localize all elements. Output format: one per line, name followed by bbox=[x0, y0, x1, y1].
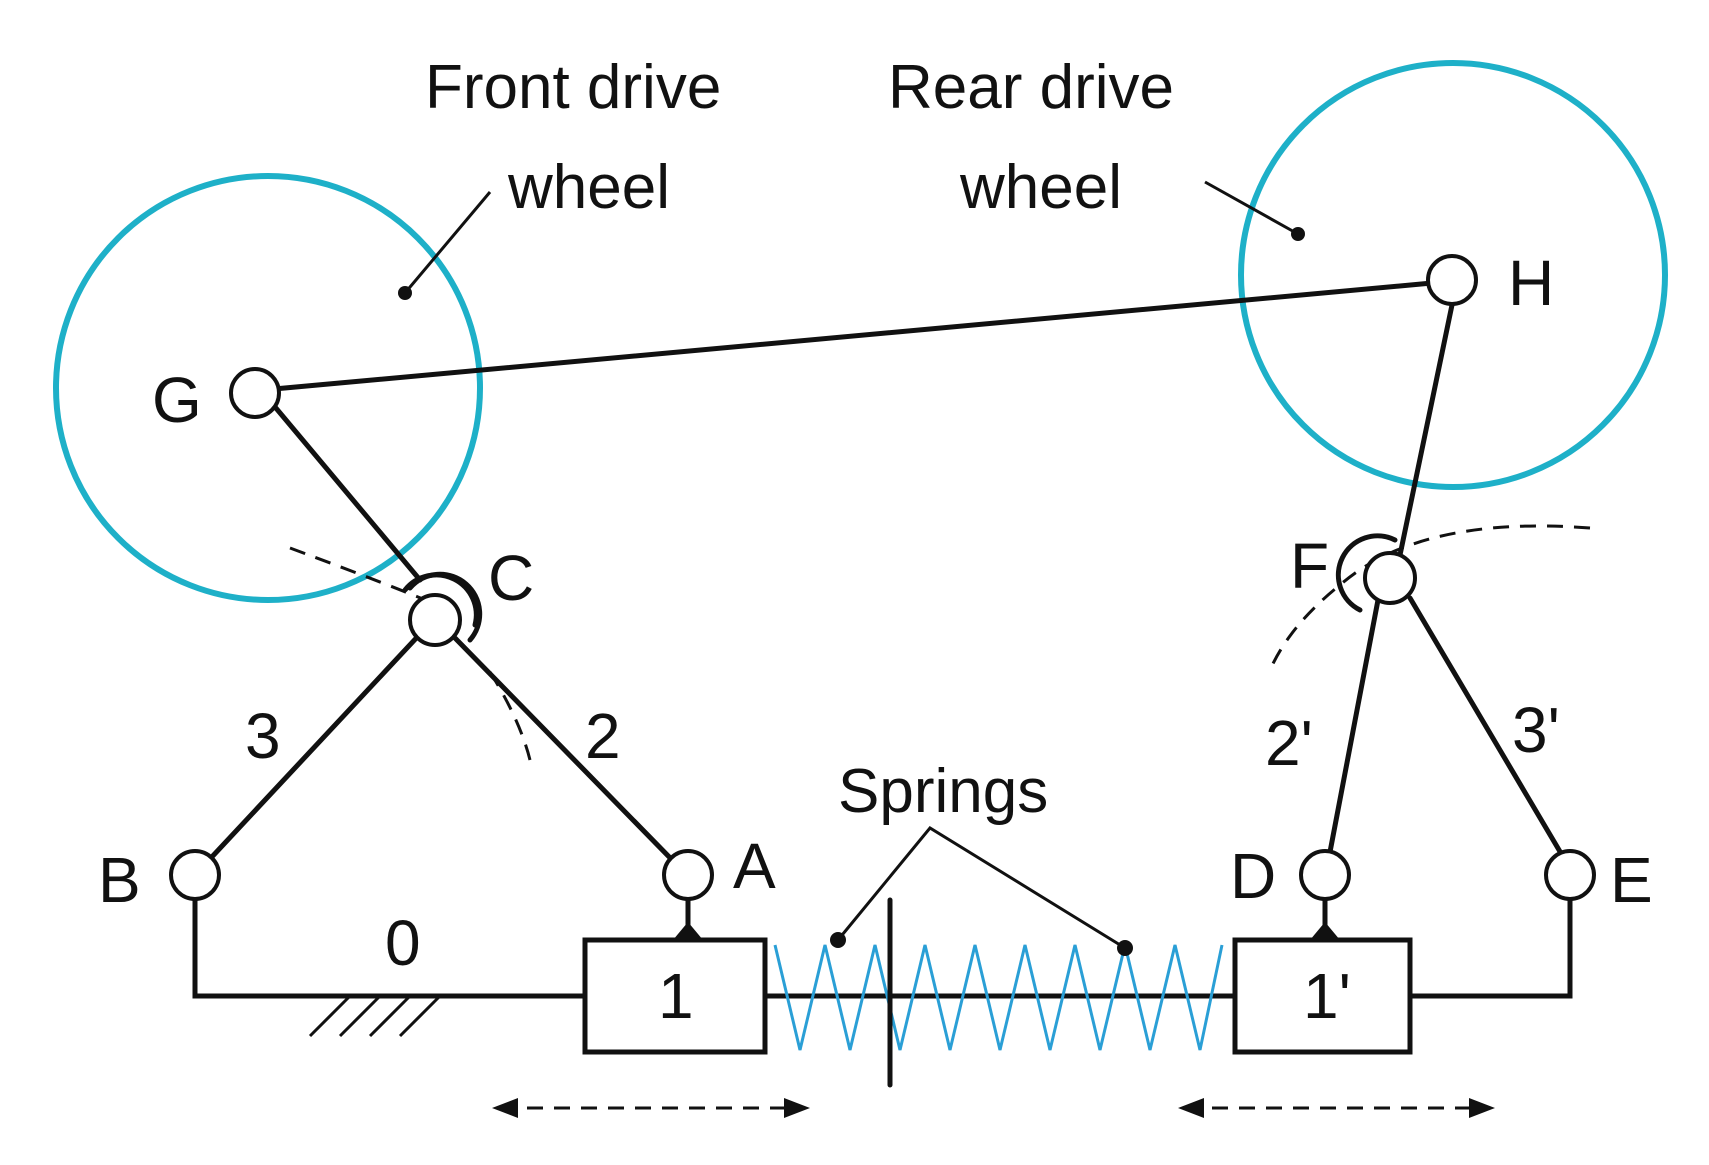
front-wheel-label-line1: Front drive bbox=[425, 53, 721, 122]
joint-h bbox=[1426, 254, 1478, 306]
rear-wheel-leader bbox=[1204, 180, 1299, 236]
joint-d bbox=[1299, 849, 1351, 901]
joint-c bbox=[408, 593, 462, 647]
link-3 bbox=[192, 615, 438, 878]
spring bbox=[773, 944, 1224, 1051]
label-d: D bbox=[1230, 840, 1276, 912]
label-slider-1-prime: 1' bbox=[1303, 960, 1351, 1032]
joint-g bbox=[229, 367, 281, 419]
trajectory-arc-c-upper bbox=[289, 546, 451, 612]
link-2 bbox=[452, 635, 683, 871]
joint-a bbox=[662, 849, 714, 901]
link-hf bbox=[1397, 302, 1455, 558]
label-link-2-prime: 2' bbox=[1265, 707, 1313, 779]
label-e: E bbox=[1610, 844, 1653, 916]
springs-label: Springs bbox=[838, 757, 1048, 826]
link-gc bbox=[262, 392, 423, 583]
label-link-3: 3 bbox=[245, 700, 281, 772]
front-wheel-leader bbox=[403, 191, 492, 294]
frame-link-0-right bbox=[1410, 880, 1573, 999]
joint-b bbox=[169, 849, 221, 901]
mount-d-triangle bbox=[1310, 922, 1340, 940]
frame-link-0-left bbox=[192, 880, 585, 999]
front-drive-wheel bbox=[53, 173, 483, 603]
link-3-prime bbox=[1407, 595, 1565, 858]
front-wheel-leader-dot bbox=[398, 286, 412, 300]
label-h: H bbox=[1508, 247, 1554, 319]
label-a: A bbox=[733, 830, 776, 902]
joint-c-bracket-inner bbox=[407, 571, 483, 643]
springs-leader bbox=[836, 826, 1126, 950]
label-b: B bbox=[98, 844, 141, 916]
rear-wheel-label-line2: wheel bbox=[959, 153, 1122, 222]
springs-leader-dot-left bbox=[830, 932, 846, 948]
label-g: G bbox=[152, 364, 202, 436]
label-f: F bbox=[1290, 530, 1329, 602]
mount-a-triangle bbox=[673, 922, 703, 940]
label-link-2: 2 bbox=[585, 700, 621, 772]
slider-1-arrow-right bbox=[784, 1098, 810, 1118]
rear-wheel-label-line1: Rear drive bbox=[888, 53, 1174, 122]
rear-wheel-leader-dot bbox=[1291, 227, 1305, 241]
trajectory-arc-f bbox=[1268, 524, 1591, 671]
joint-f-bracket bbox=[1335, 533, 1398, 613]
label-link-3-prime: 3' bbox=[1512, 694, 1560, 766]
link-gh bbox=[260, 280, 1435, 393]
joint-f bbox=[1363, 551, 1417, 605]
label-link-0: 0 bbox=[385, 907, 421, 979]
slider-1p-arrow-right bbox=[1469, 1098, 1495, 1118]
ground-hatching bbox=[308, 994, 442, 1038]
label-c: C bbox=[488, 542, 534, 614]
joint-e bbox=[1544, 849, 1596, 901]
springs-leader-dot-right bbox=[1117, 940, 1133, 956]
front-wheel-label-line2: wheel bbox=[507, 153, 670, 222]
label-slider-1: 1 bbox=[658, 960, 694, 1032]
trajectory-arc-c-lower bbox=[488, 671, 532, 761]
rear-drive-wheel bbox=[1238, 60, 1668, 490]
link-2-prime bbox=[1327, 597, 1381, 855]
slider-1-arrow-left bbox=[492, 1098, 518, 1118]
slider-1p-arrow-left bbox=[1178, 1098, 1204, 1118]
